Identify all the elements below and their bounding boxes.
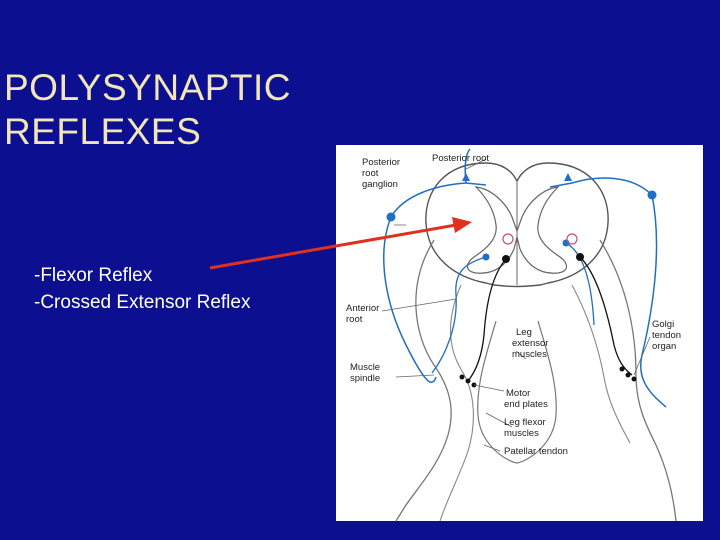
label-muscles: muscles	[512, 349, 547, 360]
right-root-arrow	[564, 173, 572, 181]
label-patellar-tendon: Patellar tendon	[504, 446, 568, 457]
label-muscle: Muscle	[350, 362, 380, 373]
left-interneuron-dot	[482, 253, 490, 261]
left-sensory-pathway	[383, 148, 487, 383]
label-organ: organ	[652, 341, 676, 352]
label-anterior-root: root	[346, 314, 363, 325]
right-motor-end-plates	[619, 366, 637, 382]
right-leg-outline	[599, 239, 677, 521]
left-motor-end-plates	[459, 374, 477, 388]
label-posterior: Posterior	[362, 157, 400, 168]
leader-lines	[381, 158, 651, 452]
left-leg-outline	[395, 239, 452, 521]
bullet-list: -Flexor Reflex -Crossed Extensor Reflex	[34, 262, 250, 316]
reflex-diagram: Posterior root ganglion Posterior root A…	[336, 145, 703, 521]
right-sensory-pathway	[549, 177, 667, 408]
title-line-1: POLYSYNAPTIC	[4, 67, 292, 108]
spinal-cord-outline	[425, 162, 609, 288]
label-root: root	[362, 168, 379, 179]
right-leg-outline-inner	[571, 284, 631, 444]
right-spindle-afferent	[565, 242, 595, 326]
right-ganglion-dot	[647, 190, 657, 200]
label-tendon: tendon	[652, 330, 681, 341]
bullet-crossed-extensor-reflex: -Crossed Extensor Reflex	[34, 292, 251, 313]
label-end-plates: end plates	[504, 399, 548, 410]
bullet-flexor-reflex: -Flexor Reflex	[34, 265, 153, 286]
label-posterior-root: Posterior root	[432, 153, 489, 164]
right-interneuron	[566, 233, 578, 245]
label-spindle: spindle	[350, 373, 380, 384]
label-leg-flexor: Leg flexor	[504, 417, 546, 428]
left-root-arrow	[462, 173, 470, 181]
reflex-diagram-svg: Posterior root ganglion Posterior root A…	[346, 148, 681, 521]
right-motor-axon	[579, 256, 633, 376]
central-body-outline	[477, 320, 557, 464]
label-motor: Motor	[506, 388, 530, 399]
label-ganglion: ganglion	[362, 179, 398, 190]
left-ganglion-dot	[386, 212, 396, 222]
left-leg-outline-inner	[439, 284, 474, 521]
label-golgi: Golgi	[652, 319, 674, 330]
label-flexor-muscles: muscles	[504, 428, 539, 439]
label-leg: Leg	[516, 327, 532, 338]
left-spindle-afferent	[431, 256, 487, 374]
label-extensor: extensor	[512, 338, 548, 349]
left-motor-axon	[467, 258, 507, 382]
grey-matter	[466, 186, 568, 274]
left-interneuron	[502, 233, 514, 245]
label-anterior: Anterior	[346, 303, 379, 314]
slide-title: POLYSYNAPTIC REFLEXES	[4, 66, 291, 154]
title-line-2: REFLEXES	[4, 111, 202, 152]
